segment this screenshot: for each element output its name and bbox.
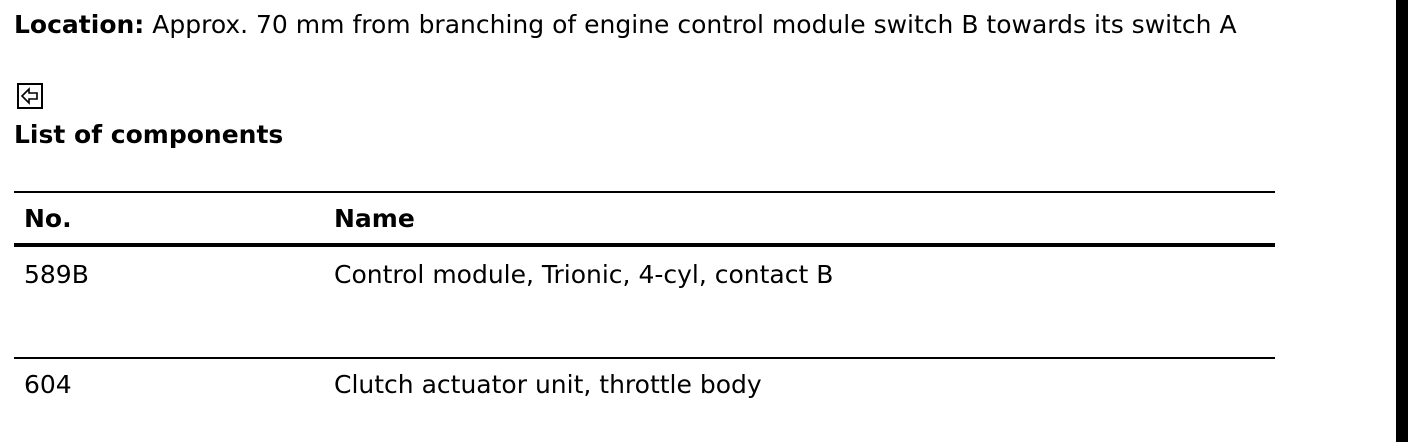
location-line: Location: Approx. 70 mm from branching o… <box>14 8 1237 42</box>
component-number: 589B <box>24 260 89 289</box>
table-row: 589B Control module, Trionic, 4-cyl, con… <box>14 245 1275 358</box>
component-name: Clutch actuator unit, throttle body <box>334 370 762 399</box>
column-header-name: Name <box>334 203 415 233</box>
back-button[interactable] <box>17 83 43 109</box>
section-title: List of components <box>14 120 284 149</box>
table-row: 604 Clutch actuator unit, throttle body <box>14 358 1275 401</box>
table-header-row: No. Name <box>14 192 1275 245</box>
back-arrow-icon <box>17 83 43 109</box>
location-text: Approx. 70 mm from branching of engine c… <box>144 10 1237 39</box>
column-header-no: No. <box>24 203 72 233</box>
components-table: No. Name 589B Control module, Trionic, 4… <box>14 191 1275 401</box>
component-number: 604 <box>24 370 72 399</box>
component-name: Control module, Trionic, 4-cyl, contact … <box>334 260 834 289</box>
location-label: Location: <box>14 10 145 39</box>
page-edge-bar <box>1396 0 1408 442</box>
